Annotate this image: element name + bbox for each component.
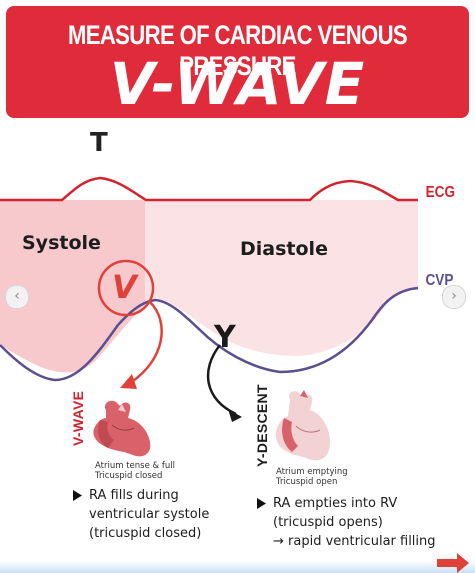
v-wave-circle: [97, 259, 155, 317]
left-bullet-line1: RA fills during: [89, 488, 179, 503]
y-descent-arrowhead: [228, 409, 242, 422]
forward-arrow-button[interactable]: [437, 553, 471, 573]
page-subtitle: MEASURE OF CARDIAC VENOUS PRESSURE: [67, 20, 408, 81]
diastole-region: [145, 200, 418, 356]
v-wave-vertical-label: V-WAVE: [70, 390, 86, 446]
y-descent-vertical-label: Y-DESCENT: [254, 384, 270, 467]
heart-illustration-right: [275, 390, 330, 461]
heart-illustration-left: [93, 400, 151, 457]
cvp-label: CVP: [425, 272, 454, 289]
chevron-left-icon: ‹: [14, 288, 20, 304]
right-caption-line2: Tricuspid open: [276, 477, 338, 487]
y-descent-arrow: [206, 344, 237, 416]
cvp-line: [0, 286, 419, 382]
diastole-label: Diastole: [240, 238, 328, 260]
left-bullet-line3: (tricuspid closed): [89, 526, 202, 541]
t-wave-label: T: [90, 128, 108, 158]
page-title: V-WAVE: [109, 50, 366, 118]
bullet-triangle-right: [257, 498, 266, 509]
y-descent-marker: Y: [214, 320, 236, 355]
header-banner: MEASURE OF CARDIAC VENOUS PRESSURE V-WAV…: [6, 6, 469, 118]
systole-region: [0, 200, 145, 373]
left-bullet-line2: ventricular systole: [89, 507, 210, 522]
next-slide-button[interactable]: ›: [442, 285, 466, 309]
v-wave-marker: V: [112, 268, 137, 306]
right-caption-line1: Atrium emptying: [276, 467, 348, 477]
prev-slide-button[interactable]: ‹: [5, 285, 29, 309]
ecg-label: ECG: [425, 184, 456, 201]
v-wave-arrowhead: [120, 374, 137, 389]
left-caption-line1: Atrium tense & full: [95, 461, 175, 471]
left-caption-line2: Tricuspid closed: [95, 471, 163, 481]
bottom-scroll-bar: [0, 561, 475, 573]
arrow-right-icon: [437, 553, 469, 573]
chevron-right-icon: ›: [451, 288, 457, 304]
v-wave-arrow: [129, 301, 163, 385]
bullet-triangle-left: [73, 490, 82, 501]
ecg-line: [0, 176, 418, 202]
right-bullet-line2: (tricuspid opens): [273, 515, 383, 530]
systole-label: Systole: [22, 232, 101, 254]
right-bullet-line3: → rapid ventricular filling: [273, 534, 436, 549]
right-bullet-line1: RA empties into RV: [273, 496, 398, 511]
